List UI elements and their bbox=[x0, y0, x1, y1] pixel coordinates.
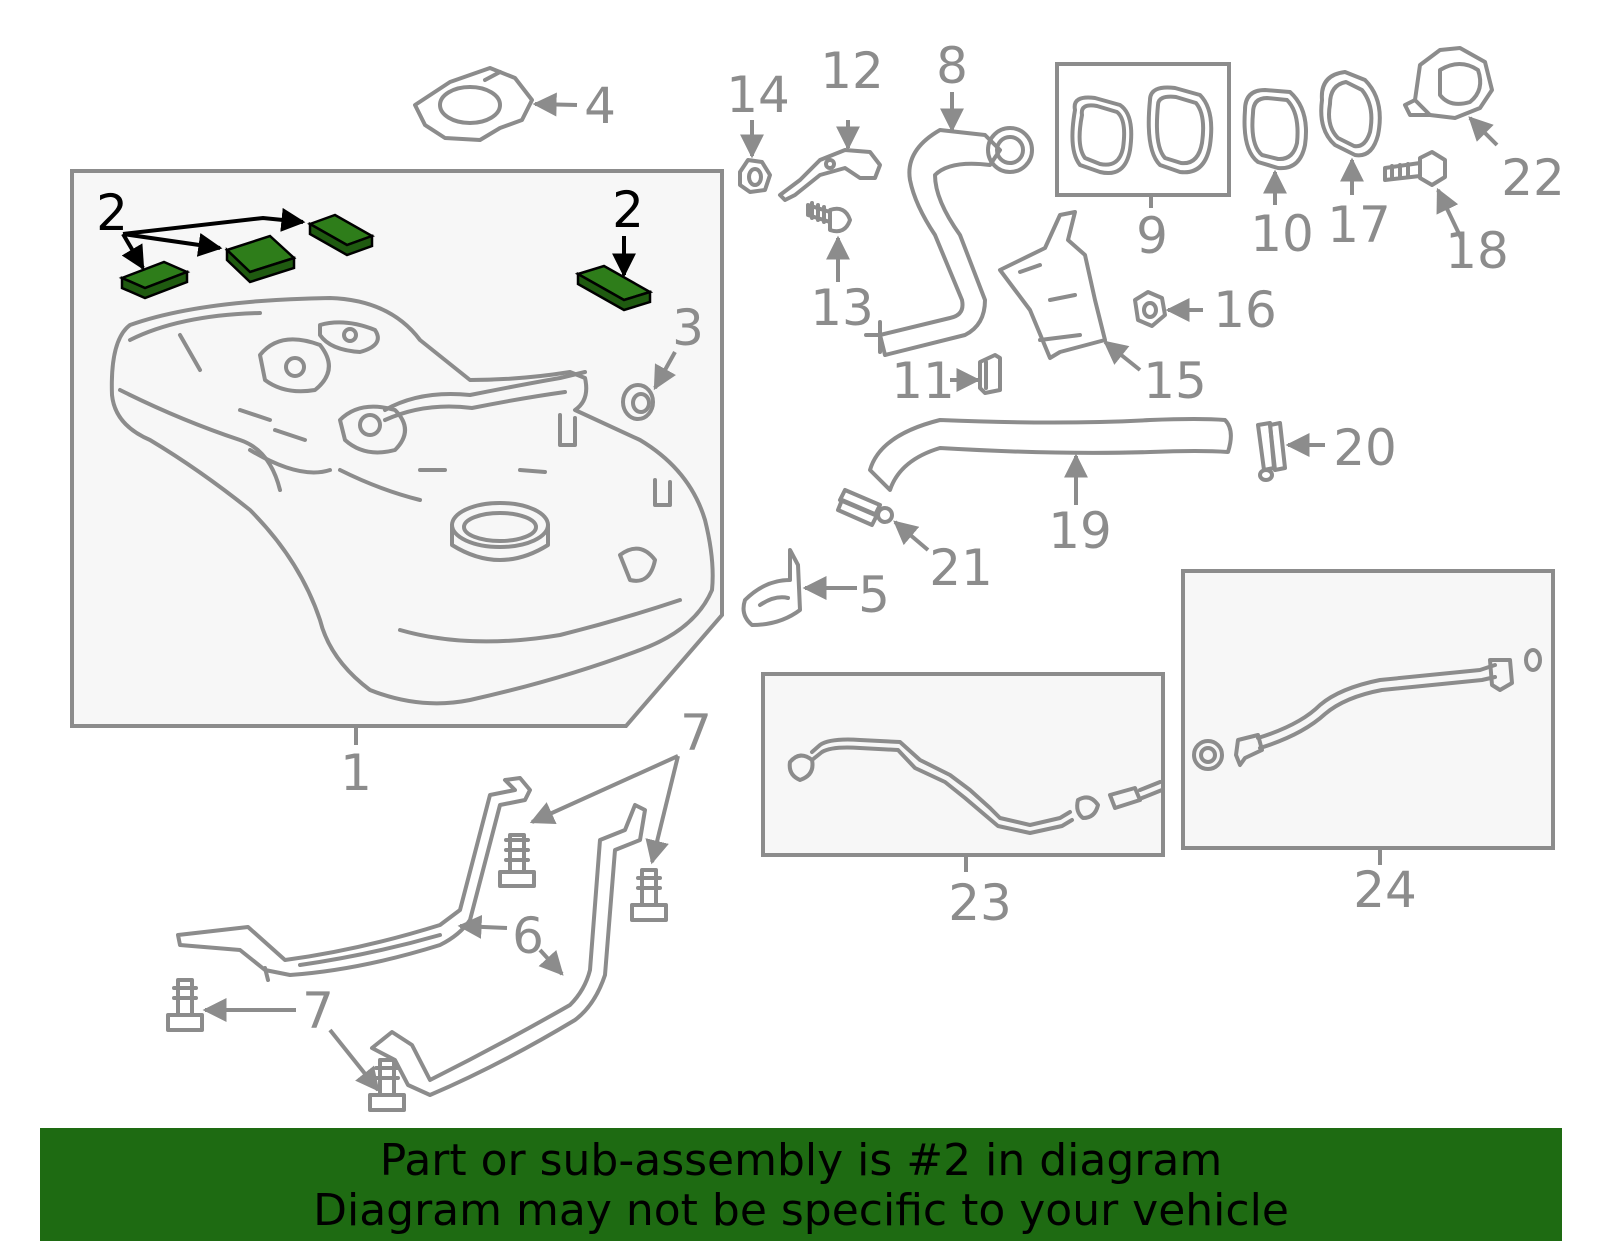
filler-neck-bracket[interactable] bbox=[998, 210, 1107, 360]
filler-pipe[interactable] bbox=[864, 126, 1034, 357]
clip[interactable] bbox=[978, 353, 1002, 395]
callout-13: 13 bbox=[810, 279, 874, 337]
gasket-set-box bbox=[1055, 62, 1231, 197]
bolt-7c[interactable] bbox=[166, 978, 204, 1032]
vapor-tube-box bbox=[1181, 569, 1555, 850]
callout-7-upper: 7 bbox=[680, 704, 712, 762]
callout-21: 21 bbox=[929, 539, 993, 597]
callout-3: 3 bbox=[672, 299, 704, 357]
bolt-13[interactable] bbox=[806, 201, 852, 234]
hose-clamp-20[interactable] bbox=[1256, 421, 1287, 482]
bolt-7b[interactable] bbox=[630, 868, 668, 922]
fuel-pump-cover[interactable] bbox=[413, 66, 534, 142]
bolt-7a[interactable] bbox=[498, 833, 536, 888]
callout-24: 24 bbox=[1353, 861, 1417, 919]
filler-bracket[interactable] bbox=[778, 148, 882, 202]
callout-9: 9 bbox=[1136, 207, 1168, 265]
pad-2c[interactable] bbox=[307, 213, 375, 257]
callout-18: 18 bbox=[1445, 222, 1509, 280]
callout-12: 12 bbox=[820, 42, 884, 100]
filler-hose[interactable] bbox=[868, 417, 1233, 492]
filler-housing[interactable] bbox=[1319, 70, 1382, 158]
bolt-18[interactable] bbox=[1383, 150, 1447, 187]
pad-2b[interactable] bbox=[224, 234, 297, 284]
gasket[interactable] bbox=[1242, 88, 1308, 171]
callout-19: 19 bbox=[1048, 502, 1112, 560]
nut-14[interactable] bbox=[738, 158, 772, 194]
callout-5: 5 bbox=[858, 566, 890, 624]
callout-10: 10 bbox=[1250, 205, 1314, 263]
callout-14: 14 bbox=[726, 66, 790, 124]
callout-23: 23 bbox=[948, 874, 1012, 932]
fuel-filler-door[interactable] bbox=[1403, 46, 1494, 120]
callout-11: 11 bbox=[891, 352, 955, 410]
gasket-set[interactable] bbox=[1070, 85, 1214, 175]
pad-2a[interactable] bbox=[118, 260, 191, 300]
vent-tube-box bbox=[761, 672, 1165, 857]
pad-2d[interactable] bbox=[574, 264, 654, 312]
vent-tube-assembly[interactable] bbox=[787, 737, 1164, 835]
callout-15: 15 bbox=[1143, 352, 1207, 410]
fuel-tank[interactable] bbox=[109, 296, 715, 706]
info-banner: Part or sub-assembly is #2 in diagram Di… bbox=[40, 1128, 1562, 1241]
tank-straps[interactable] bbox=[176, 776, 647, 1097]
banner-line-2: Diagram may not be specific to your vehi… bbox=[313, 1185, 1289, 1236]
bracket[interactable] bbox=[741, 548, 802, 627]
bolt-7d[interactable] bbox=[368, 1058, 406, 1112]
hose-clamp-21[interactable] bbox=[836, 488, 894, 527]
callout-4: 4 bbox=[584, 77, 616, 135]
callout-2-left: 2 bbox=[96, 184, 128, 242]
banner-line-1: Part or sub-assembly is #2 in diagram bbox=[379, 1135, 1223, 1186]
callout-6: 6 bbox=[512, 907, 544, 965]
callout-1: 1 bbox=[340, 744, 372, 802]
vapor-tube-assembly[interactable] bbox=[1192, 648, 1542, 771]
grommet[interactable] bbox=[621, 383, 655, 421]
callout-22: 22 bbox=[1501, 149, 1565, 207]
callout-16: 16 bbox=[1213, 281, 1277, 339]
nut-16[interactable] bbox=[1133, 290, 1167, 328]
callout-17: 17 bbox=[1327, 196, 1391, 254]
callout-7-lower: 7 bbox=[302, 982, 334, 1040]
callout-2-right: 2 bbox=[612, 181, 644, 239]
callout-8: 8 bbox=[936, 37, 968, 95]
callout-20: 20 bbox=[1333, 419, 1397, 477]
insulator-pads[interactable] bbox=[118, 213, 654, 312]
